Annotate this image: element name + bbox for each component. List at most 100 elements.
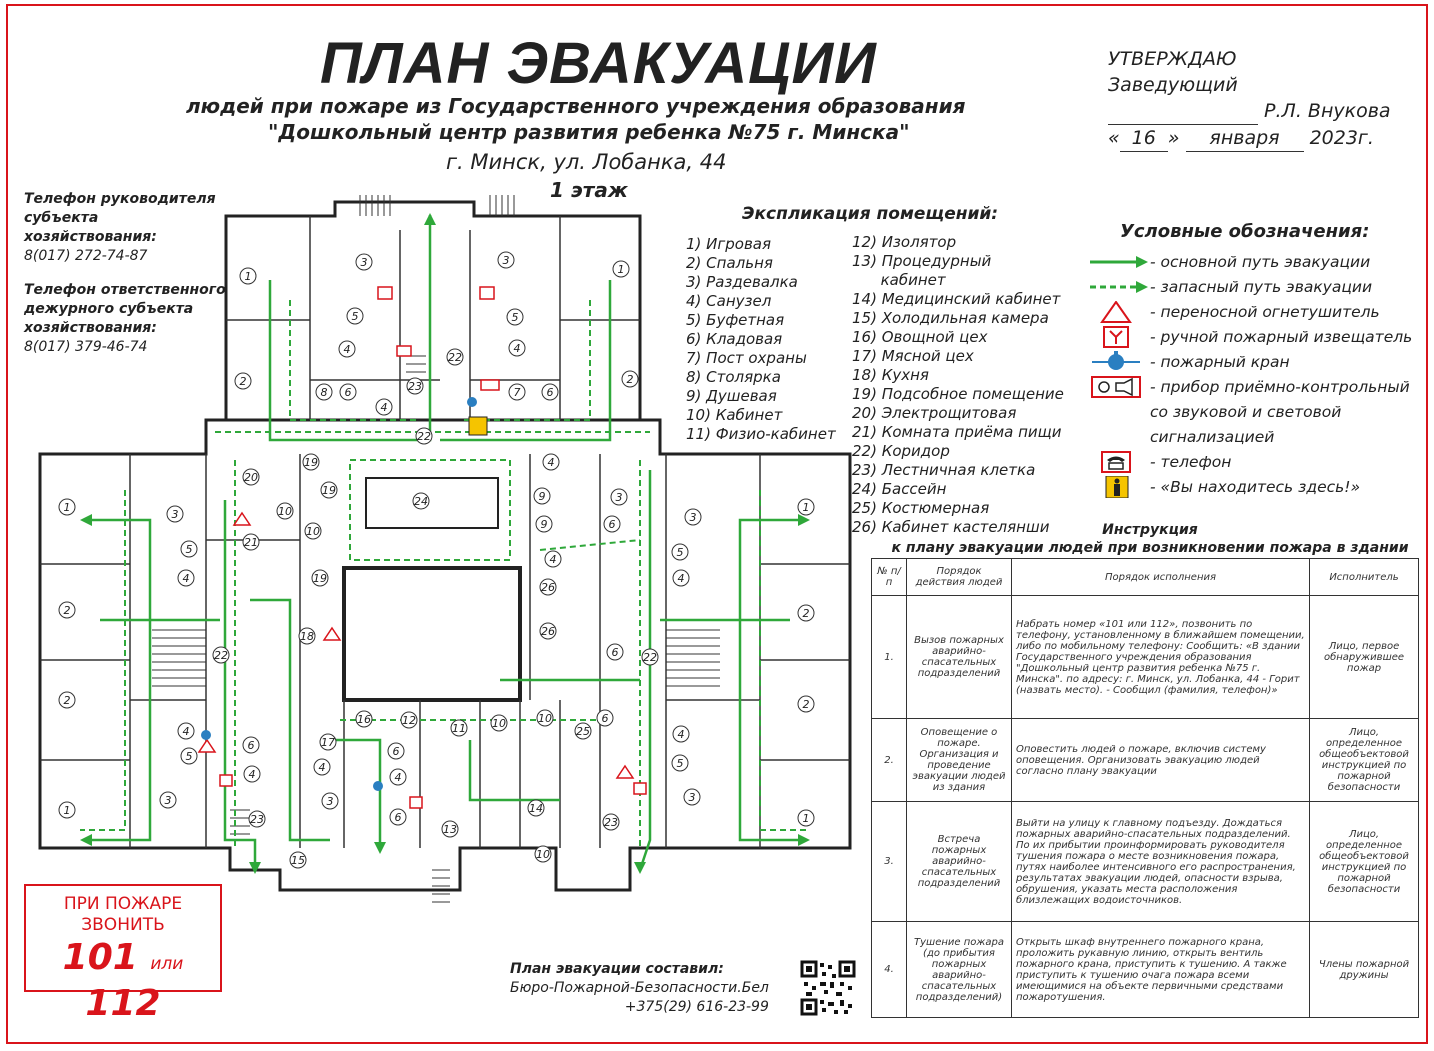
compiled-by-phone: +375(29) 616-23-99 [624, 999, 769, 1015]
building-walls [38, 200, 852, 892]
legend-title: Условные обозначения: [1120, 221, 1370, 242]
svg-text:3: 3 [172, 508, 179, 521]
svg-text:11: 11 [452, 722, 466, 735]
compiled-by-label: План эвакуации составил: [510, 961, 724, 977]
svg-text:2: 2 [803, 607, 810, 620]
svg-text:4: 4 [678, 728, 685, 741]
legend-label: - запасный путь эвакуации [1150, 277, 1373, 296]
legend-label: - прибор приёмно-контрольный [1150, 377, 1410, 396]
floor-plan: 1 1 3 3 2 2 5 5 4 4 8 6 7 6 4 22 22 23 1… [38, 195, 852, 903]
legend-label: со звуковой и световой [1150, 402, 1342, 421]
row-action: Тушение пожара (до прибытия пожарных ава… [906, 921, 1012, 1018]
instruction-title-1: Инструкция [1102, 522, 1198, 538]
explication-item: 6) Кладовая [686, 330, 783, 348]
svg-text:9: 9 [541, 518, 548, 531]
svg-text:4: 4 [183, 572, 190, 585]
svg-text:1: 1 [64, 804, 71, 817]
approval-line-1: УТВЕРЖДАЮ [1108, 48, 1237, 70]
legend: - основной путь эвакуации - запасный пут… [1088, 249, 1412, 499]
svg-text:3: 3 [616, 491, 623, 504]
row-who: Члены пожарной дружины [1309, 921, 1419, 1018]
explication-item: 12) Изолятор [852, 233, 957, 251]
you-are-here-icon [1088, 475, 1150, 498]
explication-item: 17) Мясной цех [852, 347, 974, 365]
svg-text:6: 6 [602, 712, 609, 725]
qr-code-icon[interactable] [800, 960, 856, 1016]
svg-text:2: 2 [627, 373, 634, 386]
row-exec: Открыть шкаф внутреннего пожарного крана… [1011, 921, 1310, 1018]
svg-text:5: 5 [186, 750, 193, 763]
explication-item: 15) Холодильная камера [852, 309, 1049, 327]
svg-text:4: 4 [548, 456, 555, 469]
svg-text:6: 6 [547, 386, 554, 399]
table-row: 1. Вызов пожарных аварийно-спасательных … [871, 595, 1419, 719]
svg-text:7: 7 [514, 386, 521, 399]
approval-block: УТВЕРЖДАЮ Заведующий Р.Л. Внукова «16» я… [1108, 46, 1391, 152]
fire-call-number-2: 112 [85, 983, 161, 1024]
svg-text:10: 10 [538, 712, 552, 725]
equipment [197, 286, 647, 809]
svg-text:21: 21 [244, 536, 258, 549]
head-phone-label-2: субъекта [24, 210, 99, 226]
svg-text:5: 5 [352, 310, 359, 323]
fire-extinguisher-icon [1088, 299, 1150, 323]
explication-item: 1) Игровая [686, 235, 772, 253]
row-exec: Выйти на улицу к главному подъезду. Дожд… [1011, 801, 1310, 922]
table-row: 3. Встреча пожарных аварийно-спасательны… [871, 801, 1419, 922]
fire-call-or: или [150, 954, 184, 974]
legend-label: - ручной пожарный извещатель [1150, 327, 1413, 346]
explication-item: 23) Лестничная клетка [852, 461, 1036, 479]
legend-label: - телефон [1150, 452, 1232, 471]
instruction-title-2: к плану эвакуации людей при возникновени… [891, 540, 1409, 556]
col-header: Порядок действия людей [906, 558, 1012, 596]
svg-text:15: 15 [291, 854, 305, 867]
duty-phone-label-2: дежурного субъекта [24, 301, 194, 317]
svg-text:6: 6 [393, 745, 400, 758]
manual-fire-alarm-icon [1088, 325, 1150, 348]
duty-phone-label-1: Телефон ответственного [24, 282, 226, 298]
explication-item: 7) Пост охраны [686, 349, 807, 367]
spare-route-arrow-icon [1088, 276, 1150, 298]
svg-text:6: 6 [395, 811, 402, 824]
row-who: Лицо, первое обнаружившее пожар [1309, 595, 1419, 719]
svg-text:18: 18 [300, 630, 314, 643]
svg-text:3: 3 [361, 256, 368, 269]
svg-text:10: 10 [492, 717, 506, 730]
svg-text:3: 3 [327, 795, 334, 808]
floor-label: 1 этаж [550, 178, 628, 202]
svg-text:4: 4 [381, 401, 388, 414]
approval-day: 16 [1119, 125, 1168, 152]
subtitle-line-2: "Дошкольный центр развития ребенка №75 г… [268, 120, 910, 144]
explication-item: 13) Процедурный [852, 252, 992, 270]
explication-item: 22) Коридор [852, 442, 950, 460]
room-labels: 1 1 3 3 2 2 5 5 4 4 8 6 7 6 4 22 22 23 1… [58, 251, 815, 869]
svg-text:4: 4 [678, 572, 685, 585]
svg-text:9: 9 [539, 490, 546, 503]
explication-item: 20) Электрощитовая [852, 404, 1017, 422]
svg-text:4: 4 [344, 343, 351, 356]
fire-hydrant-icon [1088, 350, 1150, 373]
row-num: 1. [871, 595, 907, 719]
row-action: Встреча пожарных аварийно-спасательных п… [906, 801, 1012, 922]
instruction-table: № п/п Порядок действия людей Порядок исп… [871, 558, 1419, 1018]
svg-text:3: 3 [690, 511, 697, 524]
address: г. Минск, ул. Лобанка, 44 [446, 150, 727, 174]
main-route-arrow-icon [1088, 251, 1150, 273]
svg-text:22: 22 [448, 351, 462, 364]
table-row: 2. Оповещение о пожаре. Организация и пр… [871, 718, 1419, 802]
svg-text:1: 1 [64, 501, 71, 514]
svg-text:22: 22 [214, 649, 228, 662]
subtitle-line-1: людей при пожаре из Государственного учр… [186, 94, 966, 118]
approval-month: января [1185, 125, 1304, 152]
compiled-by: План эвакуации составил: Бюро-Пожарной-Б… [510, 960, 769, 1017]
fire-call-box: ПРИ ПОЖАРЕ ЗВОНИТЬ 101 или 112 [24, 884, 222, 1024]
svg-text:13: 13 [443, 823, 457, 836]
fire-call-number-1: 101 [62, 937, 138, 978]
explication-item: 4) Санузел [686, 292, 772, 310]
head-phone-number: 8(017) 272-74-87 [24, 248, 148, 264]
legend-label: сигнализацией [1150, 427, 1275, 446]
svg-text:10: 10 [278, 505, 292, 518]
svg-text:1: 1 [245, 270, 252, 283]
svg-text:22: 22 [643, 651, 657, 664]
explication-item: 5) Буфетная [686, 311, 785, 329]
